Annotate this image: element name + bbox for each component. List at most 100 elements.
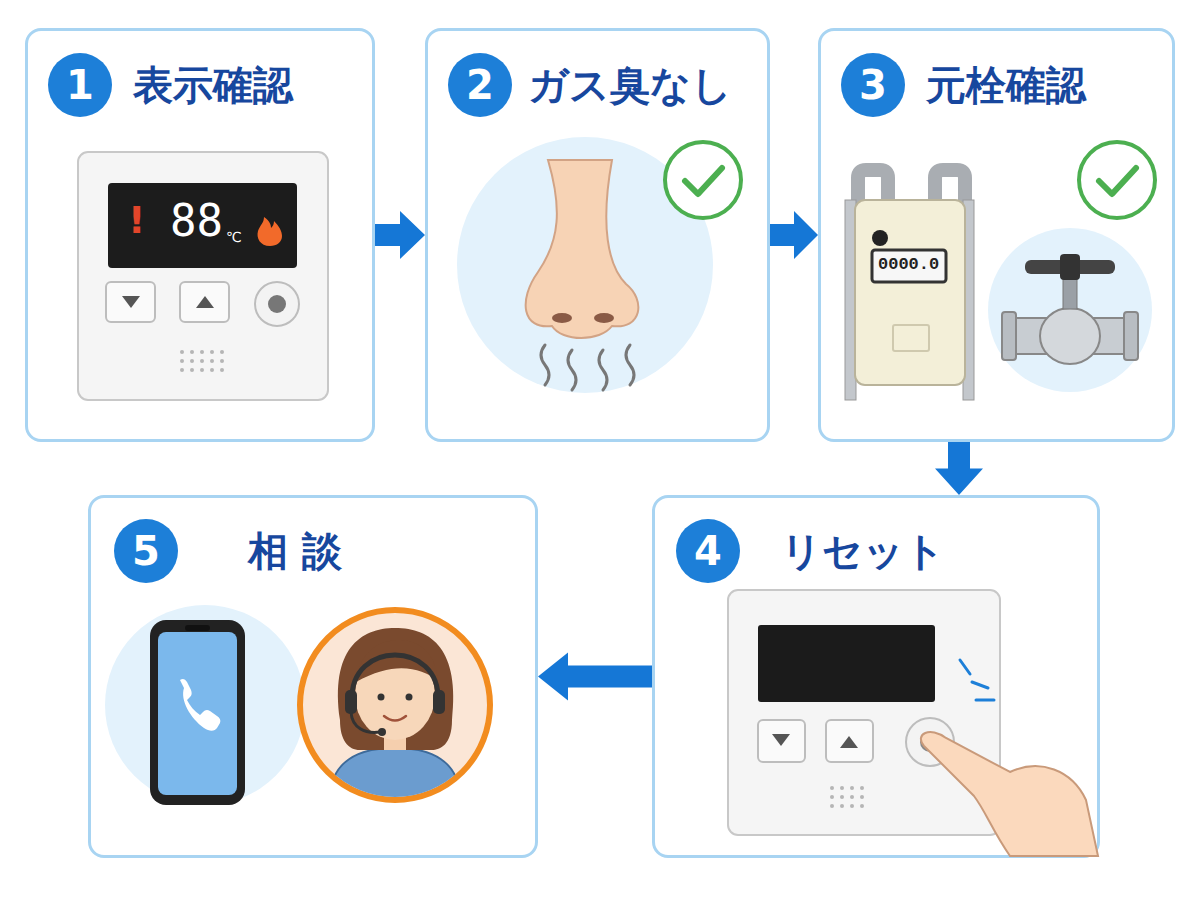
gas-meter <box>872 250 946 282</box>
remote-controller <box>200 368 204 372</box>
remote-controller <box>850 804 854 808</box>
smartphone <box>150 620 245 805</box>
flow-arrow <box>935 442 983 495</box>
smartphone <box>105 605 305 805</box>
step-number: 2 <box>448 53 512 117</box>
operator-avatar <box>406 694 413 701</box>
step-panel: 2 ガス臭なし <box>425 28 770 442</box>
operator-avatar <box>345 690 357 714</box>
pressing-hand <box>960 660 970 674</box>
operator-avatar <box>330 628 460 800</box>
step-title: 表示確認 <box>133 61 293 109</box>
check-mark <box>1099 168 1136 194</box>
remote-controller <box>190 368 194 372</box>
nose-illustration <box>541 345 634 390</box>
remote-controller <box>200 350 204 354</box>
remote-controller <box>830 804 834 808</box>
gas-meter <box>872 230 888 246</box>
remote-controller <box>830 795 834 799</box>
operator-avatar <box>355 650 435 740</box>
gas-valve <box>988 228 1152 392</box>
check-mark <box>665 142 741 218</box>
remote-controller <box>860 795 864 799</box>
operator-avatar <box>300 610 490 800</box>
remote-controller <box>255 282 299 326</box>
gas-meter <box>935 170 965 205</box>
smartphone <box>105 605 305 805</box>
step-panel: 5相 談 <box>88 495 538 858</box>
step-title: ガス臭なし <box>528 61 732 109</box>
remote-controller <box>860 786 864 790</box>
remote-controller <box>210 350 214 354</box>
nose-illustration <box>457 137 713 393</box>
smartphone <box>180 679 220 731</box>
remote-controller <box>210 359 214 363</box>
operator-avatar <box>330 748 460 800</box>
operator-avatar <box>378 728 386 736</box>
remote-controller <box>190 350 194 354</box>
nose-illustration <box>552 313 572 323</box>
step-panel: 4 リセット <box>652 495 1100 858</box>
remote-controller <box>258 217 283 246</box>
remote-controller <box>758 625 935 702</box>
step-number: 1 <box>48 53 112 117</box>
remote-controller <box>210 368 214 372</box>
check-mark <box>665 142 741 218</box>
nose-illustration <box>457 137 713 393</box>
remote-controller <box>180 368 184 372</box>
gas-meter <box>855 200 965 385</box>
gas-meter <box>858 170 965 205</box>
remote-controller <box>728 590 1000 835</box>
remote-controller <box>220 359 224 363</box>
remote-controller <box>840 804 844 808</box>
remote-controller <box>826 720 873 762</box>
flow-arrow <box>538 653 652 701</box>
operator-avatar <box>352 655 438 700</box>
remote-controller <box>920 732 940 752</box>
pressing-hand <box>960 660 994 700</box>
gas-valve <box>1040 308 1100 364</box>
remote-controller <box>78 152 328 400</box>
remote-controller <box>830 786 864 808</box>
remote-controller <box>108 183 297 268</box>
nose-illustration <box>599 350 607 390</box>
pressing-hand <box>921 660 1098 856</box>
remote-controller <box>122 296 140 308</box>
remote-controller <box>196 296 214 308</box>
step-number: 3 <box>841 53 905 117</box>
nose-illustration <box>568 350 576 390</box>
operator-avatar <box>384 716 406 721</box>
remote-controller <box>220 368 224 372</box>
gas-valve <box>1002 318 1138 354</box>
gas-valve <box>1002 312 1016 360</box>
operator-avatar <box>378 694 385 701</box>
remote-controller <box>106 282 155 322</box>
step-number: 5 <box>114 519 178 583</box>
remote-controller <box>268 295 286 313</box>
remote-controller <box>200 359 204 363</box>
operator-avatar <box>351 712 380 732</box>
remote-controller <box>78 152 328 400</box>
nose-illustration <box>594 313 614 323</box>
remote-controller <box>850 786 854 790</box>
gas-meter <box>963 200 974 400</box>
step-number: 4 <box>676 519 740 583</box>
nose-illustration <box>526 160 639 338</box>
gas-meter <box>893 325 929 351</box>
remote-controller <box>906 718 954 766</box>
operator-avatar <box>384 725 406 750</box>
gas-meter <box>845 200 856 400</box>
gas-valve <box>988 228 1152 392</box>
smartphone <box>185 625 210 631</box>
remote-controller <box>180 282 229 322</box>
operator-avatar <box>300 610 490 800</box>
nose-illustration <box>626 345 634 385</box>
operator-avatar <box>433 690 445 714</box>
remote-controller <box>180 350 184 354</box>
remote-controller <box>840 795 844 799</box>
gas-valve <box>1063 275 1077 309</box>
step-title: リセット <box>781 527 945 575</box>
remote-controller <box>220 350 224 354</box>
gas-meter <box>845 170 974 400</box>
